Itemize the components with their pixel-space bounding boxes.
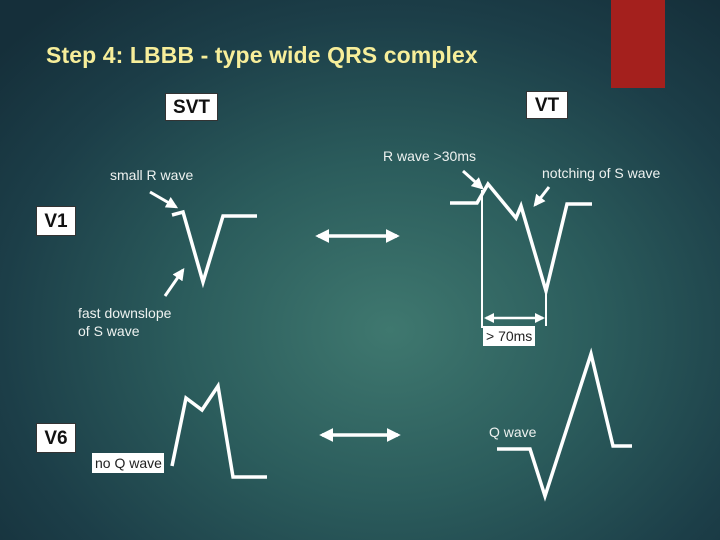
small-r-wave-label: small R wave	[110, 167, 194, 183]
lead-v6-label: V6	[36, 423, 76, 453]
no-q-wave-label: no Q wave	[92, 453, 164, 473]
vt-v1-qrs-trace	[450, 180, 592, 298]
vt-label: VT	[526, 91, 568, 119]
fast-downslope-label-line2: of S wave	[78, 323, 140, 339]
accent-bar	[611, 0, 665, 88]
notching-s-wave-label: notching of S wave	[542, 165, 661, 181]
fast-downslope-label-line1: fast downslope	[78, 305, 172, 321]
r-wave-30ms-label: R wave >30ms	[383, 148, 476, 164]
svt-v6-qrs-trace	[170, 381, 267, 479]
r-wave-30ms-arrow	[461, 169, 484, 190]
small-r-wave-arrow	[149, 190, 179, 209]
gt-70ms-label: > 70ms	[483, 326, 536, 346]
q-wave-label: Q wave	[489, 424, 537, 440]
notching-s-wave-arrow	[533, 186, 551, 207]
svt-v1-qrs-trace	[171, 209, 257, 289]
svt-label: SVT	[165, 93, 218, 121]
fast-downslope-arrow	[163, 268, 185, 297]
lead-v1-label: V1	[36, 206, 76, 236]
vt-v6-qrs-trace	[497, 347, 632, 502]
slide-title: Step 4: LBBB - type wide QRS complex	[46, 42, 478, 68]
